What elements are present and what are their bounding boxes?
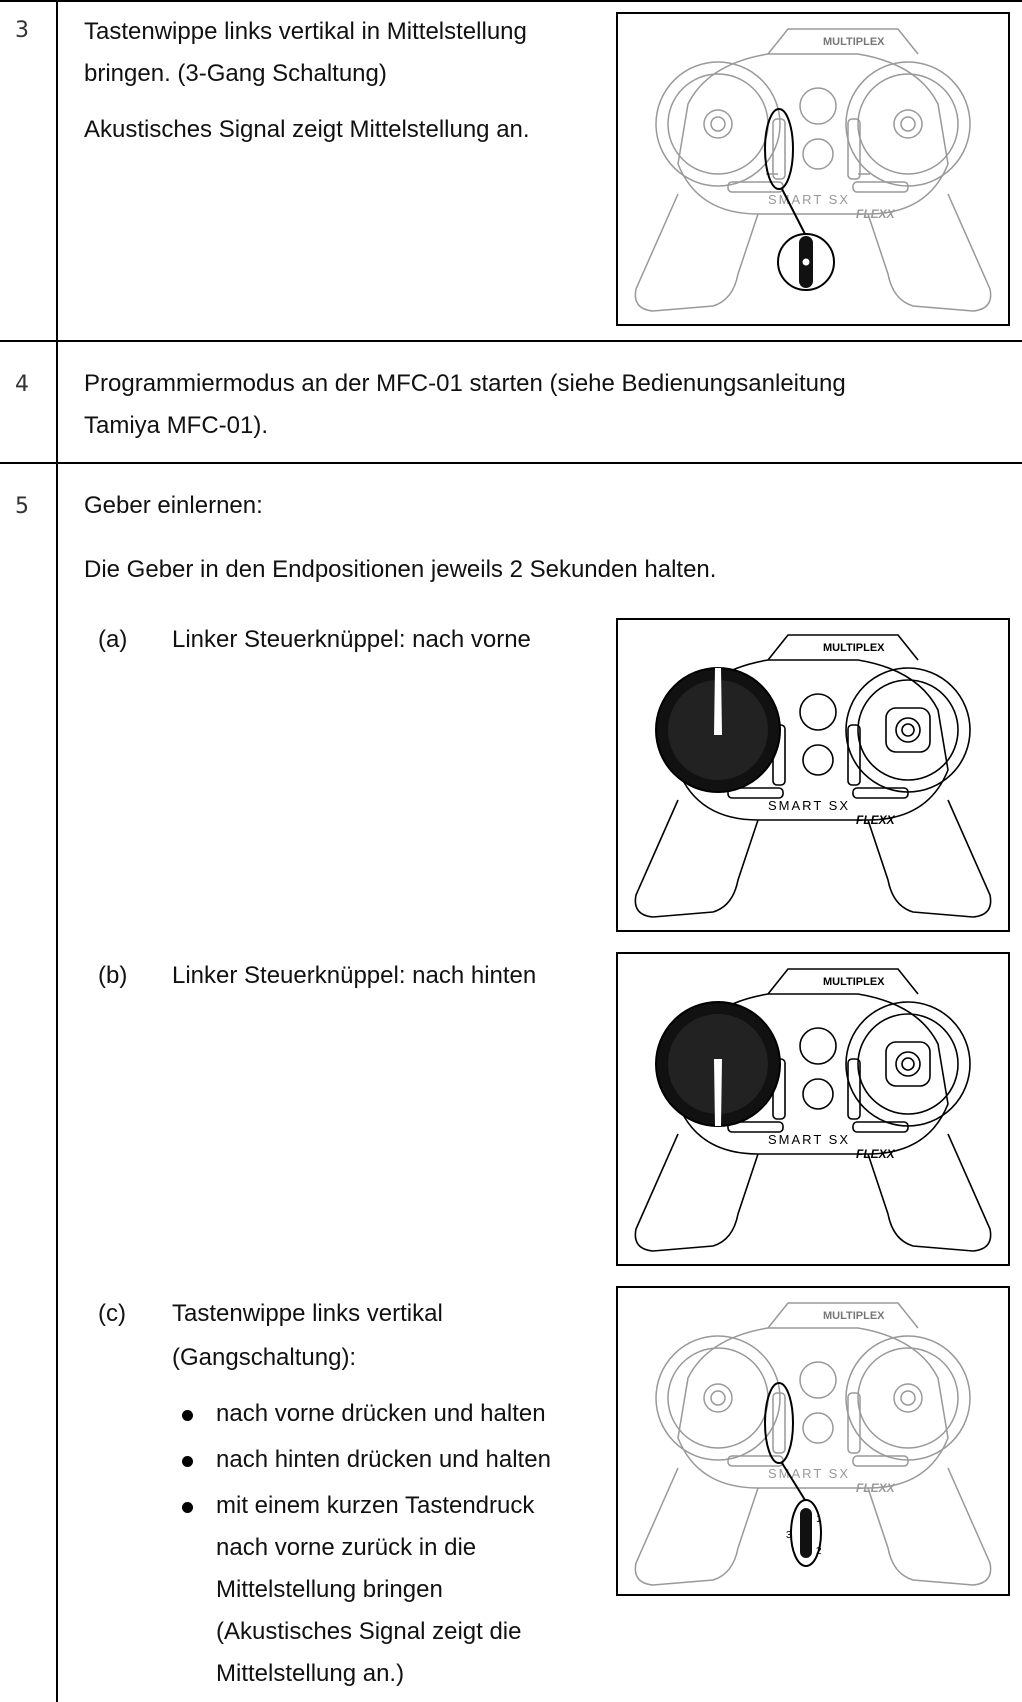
substep-text: Linker Steuerknüppel: nach vorne bbox=[172, 626, 531, 653]
transmitter-figure-gear-rocker: MULTIPLEX SMART SX FLEXX 1 3 2 bbox=[616, 1286, 1010, 1596]
model-sublabel: FLEXX bbox=[856, 1481, 896, 1495]
substep-label: (b) bbox=[98, 962, 128, 989]
step-number: 5 bbox=[15, 494, 29, 519]
brand-label: MULTIPLEX bbox=[823, 976, 885, 988]
gear-label: 3 bbox=[786, 1530, 792, 1541]
model-label: SMART SX bbox=[768, 798, 850, 813]
model-sublabel: FLEXX bbox=[856, 813, 896, 827]
step-text-line: Programmiermodus an der MFC-01 starten (… bbox=[84, 370, 846, 397]
transmitter-illustration: MULTIPLEX SMART SX FLEXX 1 3 2 bbox=[634, 1302, 992, 1586]
step-number: 4 bbox=[15, 372, 29, 397]
bullet-icon bbox=[182, 1456, 193, 1467]
brand-label: MULTIPLEX bbox=[823, 642, 885, 654]
bullet-icon bbox=[182, 1502, 193, 1513]
bullet-text: (Akustisches Signal zeigt die bbox=[216, 1618, 522, 1645]
bullet-text: nach vorne drücken und halten bbox=[216, 1400, 546, 1427]
column-divider bbox=[56, 0, 58, 1702]
substep-text: Linker Steuerknüppel: nach hinten bbox=[172, 962, 537, 989]
brand-label: MULTIPLEX bbox=[823, 1310, 885, 1322]
model-sublabel: FLEXX bbox=[856, 1147, 896, 1161]
substep-label: (c) bbox=[98, 1300, 126, 1327]
row-divider bbox=[0, 462, 1022, 464]
substep-text-line: (Gangschaltung): bbox=[172, 1344, 357, 1371]
step-text-line: Tastenwippe links vertikal in Mittelstel… bbox=[84, 18, 527, 45]
step-note: Akustisches Signal zeigt Mittelstellung … bbox=[84, 116, 530, 143]
substep-text-line: Tastenwippe links vertikal bbox=[172, 1300, 443, 1327]
model-label: SMART SX bbox=[768, 192, 850, 207]
bullet-text: mit einem kurzen Tastendruck bbox=[216, 1492, 535, 1519]
transmitter-illustration: MULTIPLEX SMART SX FLEXX bbox=[634, 634, 992, 918]
step-text-line: bringen. (3-Gang Schaltung) bbox=[84, 60, 387, 87]
model-label: SMART SX bbox=[768, 1132, 850, 1147]
step-intro: Die Geber in den Endpositionen jeweils 2… bbox=[84, 556, 717, 583]
model-sublabel: FLEXX bbox=[856, 207, 896, 221]
transmitter-figure-stick-forward: MULTIPLEX SMART SX FLEXX bbox=[616, 618, 1010, 932]
brand-label: MULTIPLEX bbox=[823, 36, 885, 48]
bullet-icon bbox=[182, 1410, 193, 1421]
bullet-text: nach vorne zurück in die bbox=[216, 1534, 477, 1561]
step-number: 3 bbox=[15, 18, 29, 43]
model-label: SMART SX bbox=[768, 1466, 850, 1481]
table-border-top bbox=[0, 0, 1022, 2]
transmitter-illustration: MULTIPLEX SMART SX FLEXX bbox=[634, 968, 992, 1252]
row-divider bbox=[0, 340, 1022, 342]
gear-label: 1 bbox=[816, 1514, 822, 1525]
bullet-text: Mittelstellung an.) bbox=[216, 1660, 405, 1687]
step-heading: Geber einlernen: bbox=[84, 492, 263, 519]
bullet-text: Mittelstellung bringen bbox=[216, 1576, 443, 1603]
bullet-text: nach hinten drücken und halten bbox=[216, 1446, 551, 1473]
step-text-line: Tamiya MFC-01). bbox=[84, 412, 269, 439]
transmitter-figure-rocker-center: MULTIPLEX SMART SX FLEXX bbox=[616, 12, 1010, 326]
substep-label: (a) bbox=[98, 626, 128, 653]
transmitter-illustration: MULTIPLEX SMART SX FLEXX bbox=[634, 28, 992, 312]
gear-label: 2 bbox=[816, 1546, 822, 1557]
transmitter-figure-stick-back: MULTIPLEX SMART SX FLEXX bbox=[616, 952, 1010, 1266]
